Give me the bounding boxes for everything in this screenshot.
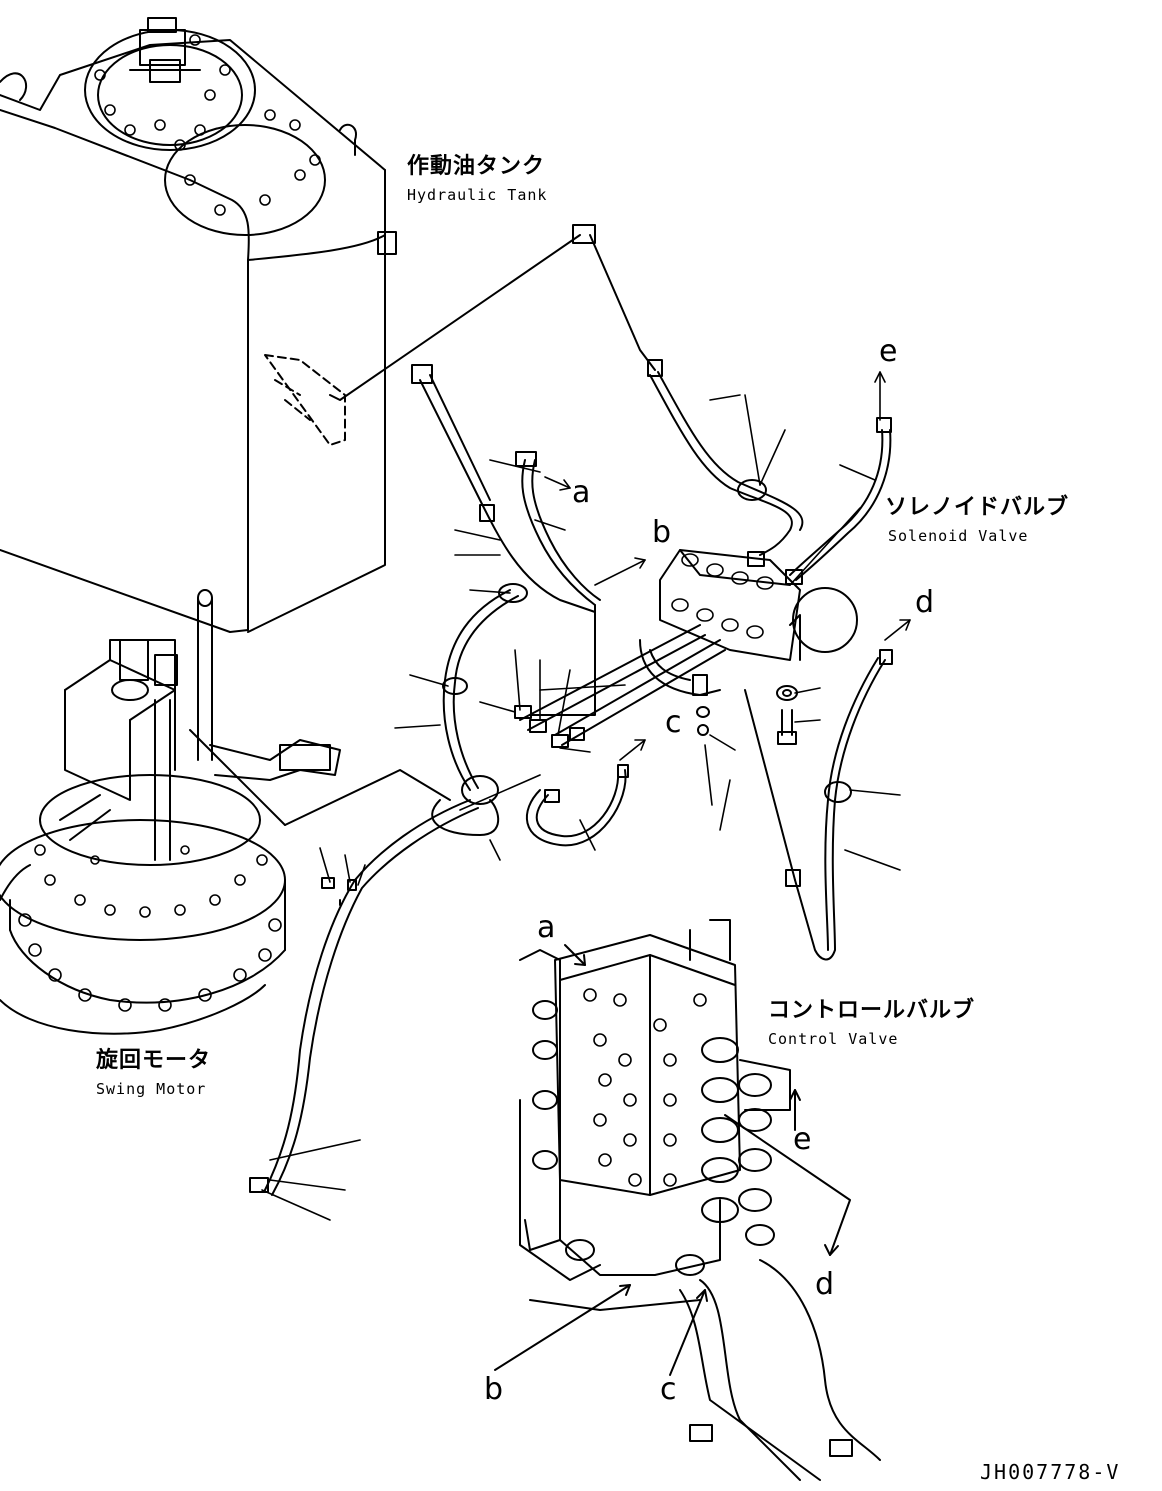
ref-a-lower: a [537,910,556,945]
hydraulic-tank-label-ja: 作動油タンク [407,154,546,179]
ref-c-lower: c [660,1372,677,1407]
ref-b-upper: b [652,515,672,550]
ref-e-upper: e [879,334,898,369]
ref-c-upper: c [665,705,682,740]
drawing-code: JH007778-V [980,1460,1121,1484]
control-valve-drawing [494,919,881,1481]
ref-a-upper: a [572,475,591,510]
hydraulic-tank-label-en: Hydraulic Tank [407,186,548,204]
swing-motor-drawing [0,589,341,1035]
leader-lines [261,371,911,1221]
ref-e-lower: e [793,1122,812,1157]
ref-d-lower: d [815,1267,835,1302]
control-valve-label-ja: コントロールバルブ [768,998,976,1023]
swing-motor-label-ja: 旋回モータ [96,1048,212,1073]
swing-motor-label-en: Swing Motor [96,1080,207,1098]
hydraulic-tank-drawing [0,17,397,633]
ref-d-upper: d [915,585,935,620]
solenoid-valve-label-ja: ソレノイドバルブ [885,495,1070,520]
ref-b-lower: b [484,1372,504,1407]
solenoid-valve-drawing [639,549,858,745]
control-valve-label-en: Control Valve [768,1030,899,1048]
hose-lines [189,224,893,1196]
solenoid-valve-label-en: Solenoid Valve [888,527,1029,545]
